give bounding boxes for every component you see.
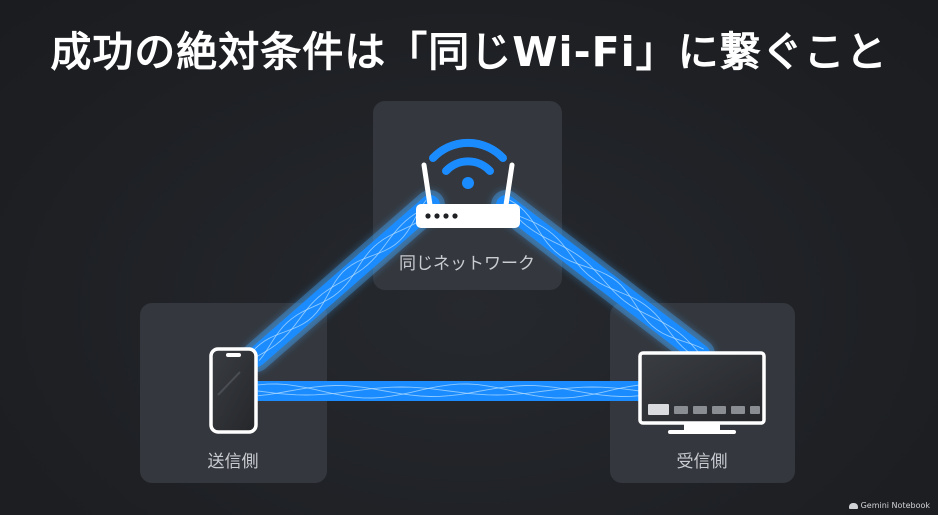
sender-label: 送信側 <box>208 452 259 472</box>
notebook-logo-icon <box>848 502 858 509</box>
beam-strand <box>502 208 698 359</box>
wifi-router-icon <box>416 138 520 228</box>
router-label: 同じネットワーク <box>399 254 535 274</box>
beam-strand <box>255 204 431 358</box>
beam-strand <box>509 199 704 350</box>
receiver-label: 受信側 <box>677 452 728 472</box>
beam-strand <box>251 200 427 353</box>
connection-beams <box>241 190 715 406</box>
footer-text: Gemini Notebook <box>860 501 930 510</box>
beam-sender-receiver <box>243 376 655 406</box>
tv-icon <box>638 351 766 434</box>
slide-title: 成功の絶対条件は「同じWi-Fi」に繋ぐこと <box>50 28 888 76</box>
beam-router-receiver <box>491 190 715 369</box>
smartphone-icon <box>209 347 258 434</box>
beam-strand <box>257 385 641 397</box>
beam-strand <box>257 383 641 399</box>
router-card <box>373 101 562 290</box>
beam-strand <box>505 204 701 355</box>
footer-branding: Gemini Notebook <box>848 501 930 510</box>
beam-strand <box>257 386 641 396</box>
beam-strand <box>258 208 434 361</box>
beam-sender-router <box>241 190 445 372</box>
